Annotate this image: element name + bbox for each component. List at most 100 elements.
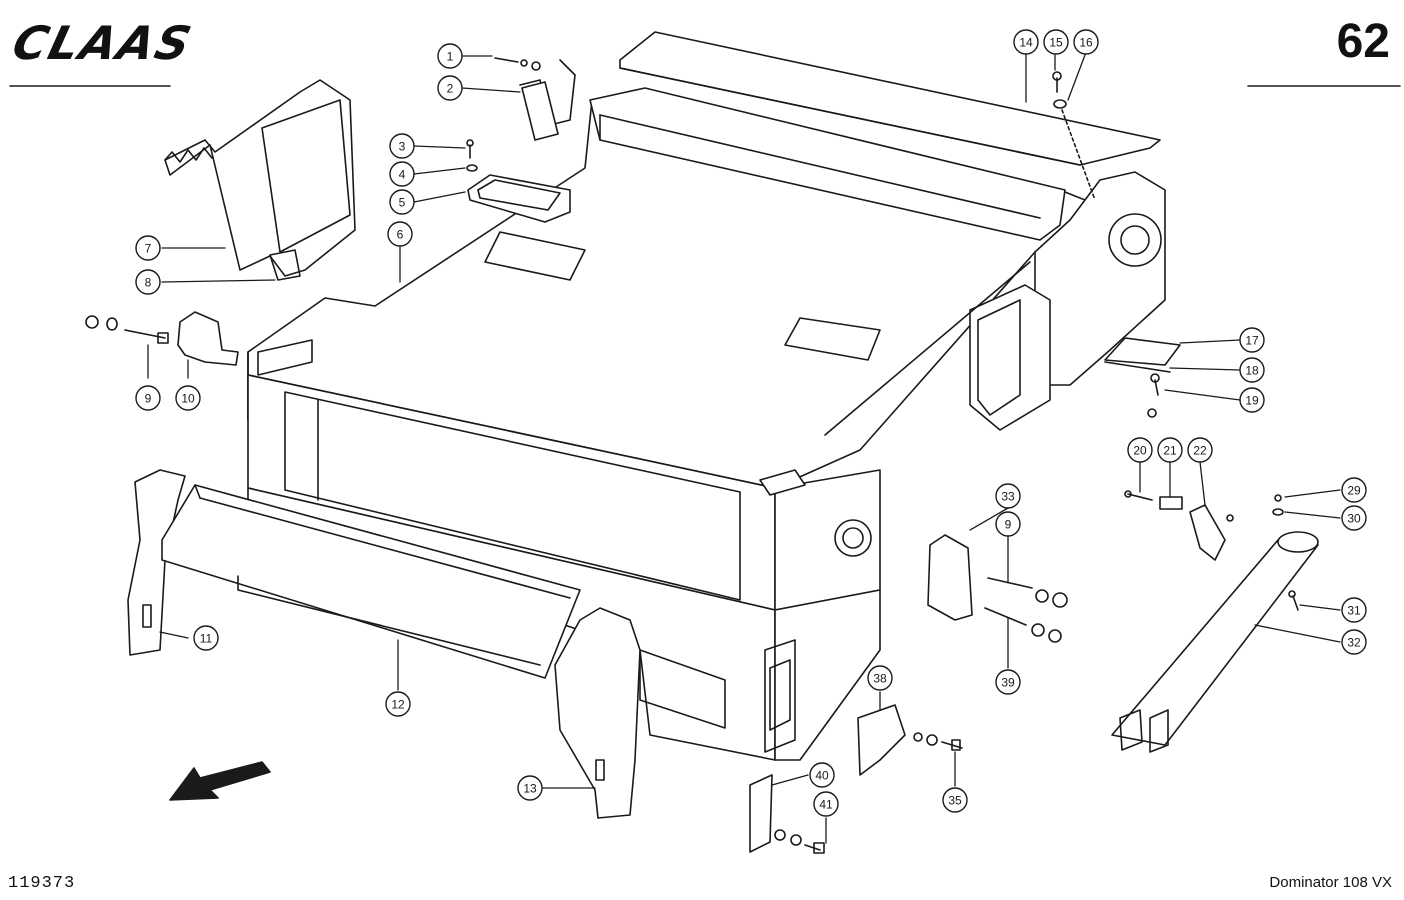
callout-label: 8 bbox=[145, 276, 152, 290]
callout-4: 4 bbox=[389, 161, 415, 187]
page-number: 62 bbox=[1336, 15, 1390, 68]
bracket-10 bbox=[177, 311, 239, 366]
side-plate-13 bbox=[554, 607, 641, 819]
front-beam-12 bbox=[161, 484, 581, 679]
top-guard-14 bbox=[619, 31, 1161, 166]
callout-label: 5 bbox=[399, 196, 406, 210]
callout-circle bbox=[175, 385, 201, 411]
callout-circle bbox=[1073, 29, 1099, 55]
callout-label: 40 bbox=[815, 769, 829, 783]
callout-label: 1 bbox=[447, 50, 454, 64]
callout-circle bbox=[389, 133, 415, 159]
callout-9: 9 bbox=[135, 385, 161, 411]
callout-label: 14 bbox=[1019, 36, 1033, 50]
callout-label: 17 bbox=[1245, 334, 1259, 348]
drawing-number: 119373 bbox=[8, 874, 76, 893]
callout-22: 22 bbox=[1187, 437, 1213, 463]
callout-label: 32 bbox=[1347, 636, 1361, 650]
callout-label: 4 bbox=[399, 168, 406, 182]
callout-circle bbox=[995, 511, 1021, 537]
callout-label: 7 bbox=[145, 242, 152, 256]
callout-9: 9 bbox=[995, 511, 1021, 537]
callout-label: 39 bbox=[1001, 676, 1015, 690]
bolt-15-16 bbox=[1052, 71, 1096, 201]
callout-label: 16 bbox=[1079, 36, 1093, 50]
callout-circle bbox=[1239, 327, 1265, 353]
callout-30: 30 bbox=[1341, 505, 1367, 531]
callout-label: 9 bbox=[145, 392, 152, 406]
callout-label: 18 bbox=[1245, 364, 1259, 378]
callout-circle bbox=[1127, 437, 1153, 463]
callout-20: 20 bbox=[1127, 437, 1153, 463]
callout-label: 41 bbox=[819, 798, 833, 812]
model-name: Dominator 108 VX bbox=[1269, 874, 1392, 891]
callout-13: 13 bbox=[517, 775, 543, 801]
callout-8: 8 bbox=[135, 269, 161, 295]
frame-5 bbox=[466, 139, 571, 223]
callout-label: 6 bbox=[397, 228, 404, 242]
callout-label: 12 bbox=[391, 698, 405, 712]
callout-circle bbox=[437, 75, 463, 101]
callout-label: 3 bbox=[399, 140, 406, 154]
callout-circle bbox=[809, 762, 835, 788]
callout-circle bbox=[995, 483, 1021, 509]
callout-label: 9 bbox=[1005, 518, 1012, 532]
callout-circle bbox=[135, 269, 161, 295]
callout-16: 16 bbox=[1073, 29, 1099, 55]
callout-circle bbox=[1341, 477, 1367, 503]
strip-40 bbox=[749, 774, 825, 854]
callout-15: 15 bbox=[1043, 29, 1069, 55]
callout-18: 18 bbox=[1239, 357, 1265, 383]
callout-11: 11 bbox=[193, 625, 219, 651]
callout-circle bbox=[193, 625, 219, 651]
callout-circle bbox=[813, 791, 839, 817]
callout-circle bbox=[517, 775, 543, 801]
callout-circle bbox=[1341, 597, 1367, 623]
callout-40: 40 bbox=[809, 762, 835, 788]
callout-circle bbox=[437, 43, 463, 69]
callout-circle bbox=[1157, 437, 1183, 463]
callout-3: 3 bbox=[389, 133, 415, 159]
callout-35: 35 bbox=[942, 787, 968, 813]
callout-31: 31 bbox=[1341, 597, 1367, 623]
callout-17: 17 bbox=[1239, 327, 1265, 353]
callout-label: 22 bbox=[1193, 444, 1207, 458]
callout-12: 12 bbox=[385, 691, 411, 717]
linkage-20-22 bbox=[1124, 490, 1234, 561]
callout-circle bbox=[867, 665, 893, 691]
direction-arrow-icon bbox=[169, 761, 271, 801]
callout-circle bbox=[389, 189, 415, 215]
strip-17-18 bbox=[1104, 337, 1181, 418]
callout-21: 21 bbox=[1157, 437, 1183, 463]
callout-circle bbox=[1239, 357, 1265, 383]
callout-circle bbox=[1043, 29, 1069, 55]
right-side-housing bbox=[824, 171, 1166, 436]
callout-label: 19 bbox=[1245, 394, 1259, 408]
callout-1: 1 bbox=[437, 43, 463, 69]
callout-39: 39 bbox=[995, 669, 1021, 695]
bracket-33 bbox=[927, 534, 1068, 643]
callout-10: 10 bbox=[175, 385, 201, 411]
callout-label: 21 bbox=[1163, 444, 1177, 458]
callout-circle bbox=[389, 161, 415, 187]
callout-circle bbox=[1341, 629, 1367, 655]
callout-38: 38 bbox=[867, 665, 893, 691]
callout-label: 15 bbox=[1049, 36, 1063, 50]
callout-2: 2 bbox=[437, 75, 463, 101]
callout-circle bbox=[942, 787, 968, 813]
side-plate-11 bbox=[127, 469, 186, 656]
callout-33: 33 bbox=[995, 483, 1021, 509]
callout-7: 7 bbox=[135, 235, 161, 261]
callout-label: 33 bbox=[1001, 490, 1015, 504]
callout-label: 31 bbox=[1347, 604, 1361, 618]
callout-29: 29 bbox=[1341, 477, 1367, 503]
callout-label: 30 bbox=[1347, 512, 1361, 526]
callout-label: 29 bbox=[1347, 484, 1361, 498]
top-cover-plate bbox=[257, 87, 1066, 376]
callout-label: 2 bbox=[447, 82, 454, 96]
callout-circle bbox=[995, 669, 1021, 695]
callout-label: 11 bbox=[200, 632, 213, 646]
plate-38 bbox=[857, 704, 963, 776]
